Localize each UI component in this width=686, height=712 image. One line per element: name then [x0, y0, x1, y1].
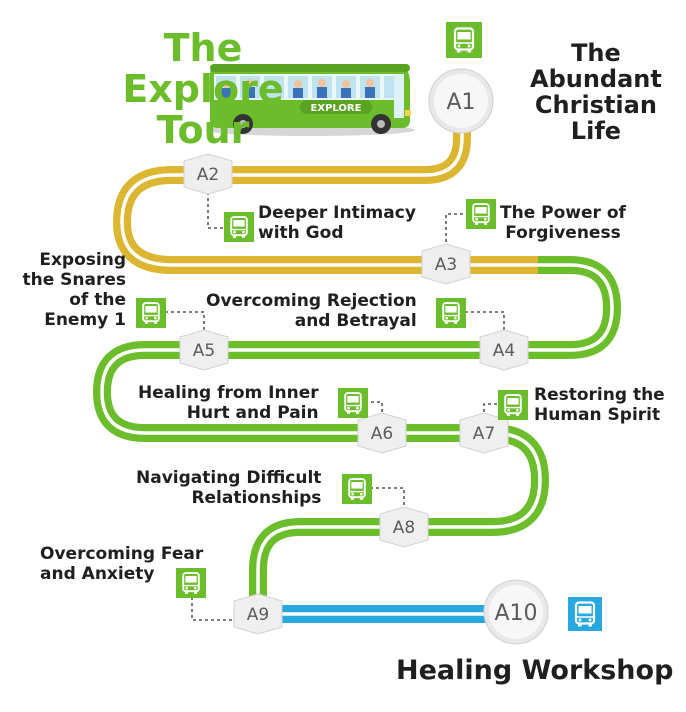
leader-a2: [207, 192, 224, 229]
stop-label-a5: Exposing the Snares of the Enemy 1: [22, 250, 126, 330]
tour-title: The Explore Tour: [113, 28, 293, 151]
route-segment-a3-a9: [93, 256, 621, 614]
bus-stop-icon-a3: [466, 199, 496, 229]
stop-label-a2: Deeper Intimacy with God: [258, 203, 416, 243]
leader-a5: [166, 311, 205, 336]
stop-label-a4: Overcoming Rejection and Betrayal: [206, 291, 417, 331]
bus-stop-icon-a9: [176, 568, 206, 598]
bus-stop-icon-a5: [136, 298, 166, 328]
stop-marker-a9[interactable]: A9: [233, 593, 283, 635]
stop-code-a1: A1: [446, 90, 475, 115]
leader-a8: [372, 487, 405, 511]
stop-label-a7: Restoring the Human Spirit: [534, 385, 665, 425]
stop-marker-a4[interactable]: A4: [479, 329, 529, 371]
stop-label-a1: The Abundant Christian Life: [530, 39, 662, 145]
leader-a4: [466, 311, 505, 336]
stop-code-a10: A10: [494, 601, 537, 626]
bus-illustration: EXPLORE: [205, 64, 415, 136]
tour-title-line-1: The: [163, 26, 243, 70]
stop-code-a8: A8: [393, 518, 415, 538]
stop-code-a4: A4: [493, 341, 515, 361]
route-segment-a1-a3: [113, 105, 538, 274]
stop-marker-a8[interactable]: A8: [379, 506, 429, 548]
bus-stop-icon-a7: [498, 390, 528, 420]
stop-label-a10: Healing Workshop: [396, 655, 674, 686]
stop-marker-a1[interactable]: A1: [428, 68, 494, 134]
leader-a9: [191, 584, 259, 621]
stop-marker-a6[interactable]: A6: [357, 412, 407, 454]
stop-code-a6: A6: [371, 424, 393, 444]
stop-label-a9: Overcoming Fear and Anxiety: [40, 544, 204, 584]
bus-stop-icon-a4: [436, 298, 466, 328]
tour-title-line-2: Explore: [122, 67, 284, 111]
leader-a6: [368, 401, 383, 418]
stop-code-a5: A5: [193, 341, 215, 361]
stop-marker-a2[interactable]: A2: [183, 153, 233, 195]
leader-a7: [483, 403, 498, 418]
stop-marker-a5[interactable]: A5: [179, 329, 229, 371]
bus-stop-icon-a1: [446, 22, 482, 58]
bus-stop-icon-a6: [338, 388, 368, 418]
stop-code-a3: A3: [435, 255, 457, 275]
stop-label-a8: Navigating Difficult Relationships: [136, 468, 322, 508]
bus-stop-icon-a2: [224, 212, 254, 242]
leader-lines: [166, 192, 505, 621]
stop-label-a3: The Power of Forgiveness: [500, 203, 626, 243]
bus-side-text: EXPLORE: [311, 103, 362, 114]
bus-stop-icon-a8: [342, 474, 372, 504]
stop-marker-a3[interactable]: A3: [421, 243, 471, 285]
leader-a3: [445, 213, 466, 248]
stop-code-a9: A9: [247, 605, 269, 625]
stop-code-a2: A2: [197, 165, 219, 185]
stop-code-a7: A7: [473, 424, 495, 444]
tour-title-line-3: Tour: [156, 108, 250, 152]
stop-marker-a10[interactable]: A10: [483, 579, 549, 645]
bus-stop-icon-a10: [568, 597, 602, 631]
stop-label-a6: Healing from Inner Hurt and Pain: [138, 383, 319, 423]
